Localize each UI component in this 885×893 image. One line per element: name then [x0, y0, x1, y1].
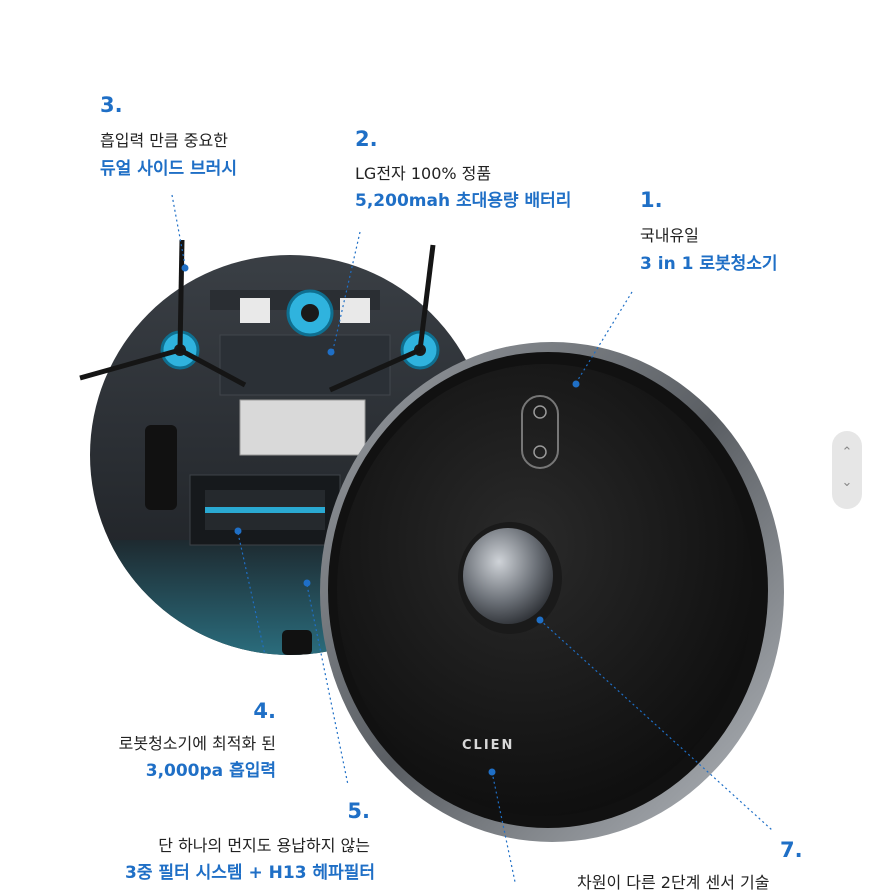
callout-1-highlight: 3 in 1 로봇청소기	[640, 254, 778, 274]
callout-3-subtitle: 흡입력 만큼 중요한	[100, 131, 228, 150]
vacuum-top: CLIEN	[320, 342, 784, 842]
callout-3-highlight: 듀얼 사이드 브러시	[100, 159, 237, 179]
callout-4-number: 4.	[253, 699, 276, 723]
chevron-up-icon[interactable]: ⌃	[841, 445, 853, 460]
callout-5-highlight: 3중 필터 시스템 + H13 헤파필터	[125, 863, 375, 883]
callout-3-number: 3.	[100, 93, 123, 117]
callout-5-number: 5.	[347, 799, 370, 823]
callout-4-highlight: 3,000pa 흡입력	[145, 761, 276, 781]
callout-7-subtitle: 차원이 다른 2단계 센서 기술	[577, 873, 770, 892]
callout-5-subtitle: 단 하나의 먼지도 용납하지 않는	[158, 836, 370, 855]
scroll-control[interactable]: ⌃ ⌄	[832, 431, 862, 509]
callout-1-subtitle: 국내유일	[640, 226, 699, 245]
callout-4-subtitle: 로봇청소기에 최적화 된	[118, 734, 276, 753]
chevron-down-icon[interactable]: ⌄	[841, 475, 853, 490]
leader-lines	[171, 194, 773, 883]
callout-2-subtitle: LG전자 100% 정품	[355, 164, 492, 183]
callout-2-number: 2.	[355, 127, 378, 151]
brand-logo: CLIEN	[462, 738, 514, 753]
callout-dots	[181, 264, 580, 776]
callout-2-highlight: 5,200mah 초대용량 배터리	[355, 191, 572, 211]
callout-1-number: 1.	[640, 188, 663, 212]
callout-7-number: 7.	[780, 838, 803, 862]
